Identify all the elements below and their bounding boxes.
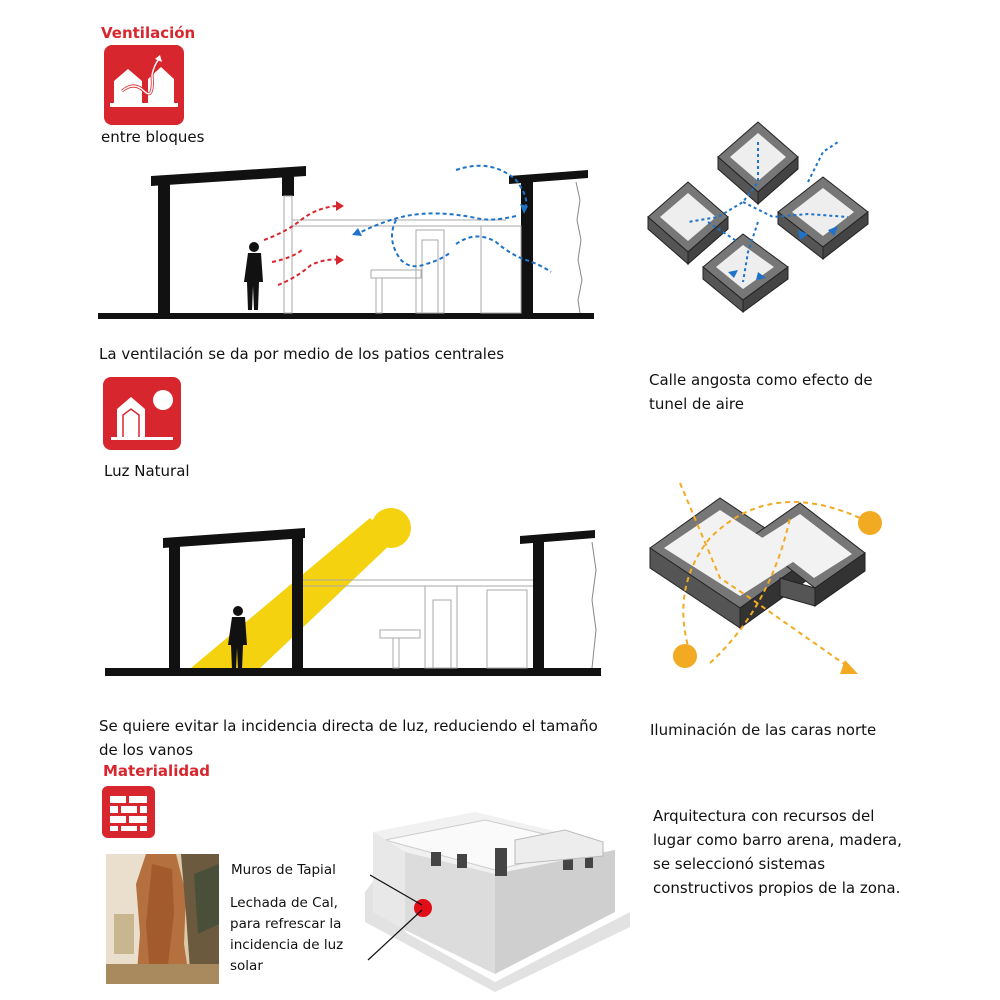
light-axonometric-diagram [649, 482, 882, 674]
ventilation-section-drawing [98, 164, 594, 319]
muros-tapial-label: Muros de Tapial [231, 862, 336, 878]
light-section-drawing [105, 508, 601, 676]
rammed-earth-wall-photo [106, 854, 219, 984]
ventilacion-heading: Ventilación [101, 24, 196, 42]
luz-section-caption: Se quiere evitar la incidencia directa d… [99, 717, 598, 759]
luz-axo-caption: Iluminación de las caras norte [650, 721, 877, 739]
brick-wall-icon [102, 786, 155, 838]
ventilation-axonometric-blocks [647, 121, 869, 314]
house-sun-icon [103, 377, 181, 450]
entre-bloques-label: entre bloques [101, 128, 205, 146]
ventilacion-axo-caption: Calle angosta como efecto de tunel de ai… [649, 371, 873, 413]
luz-natural-heading: Luz Natural [104, 462, 190, 480]
leader-lines [367, 874, 423, 961]
person-silhouette [228, 606, 247, 670]
ventilacion-section-caption: La ventilación se da por medio de los pa… [99, 345, 505, 363]
lechada-cal-label: Lechada de Cal, para refrescar la incide… [230, 895, 344, 974]
materialidad-heading: Materialidad [103, 762, 210, 780]
house-3d-model [365, 812, 630, 992]
person-silhouette [244, 242, 263, 310]
materialidad-description: Arquitectura con recursos del lugar como… [653, 807, 902, 897]
wind-between-houses-icon [104, 45, 184, 125]
